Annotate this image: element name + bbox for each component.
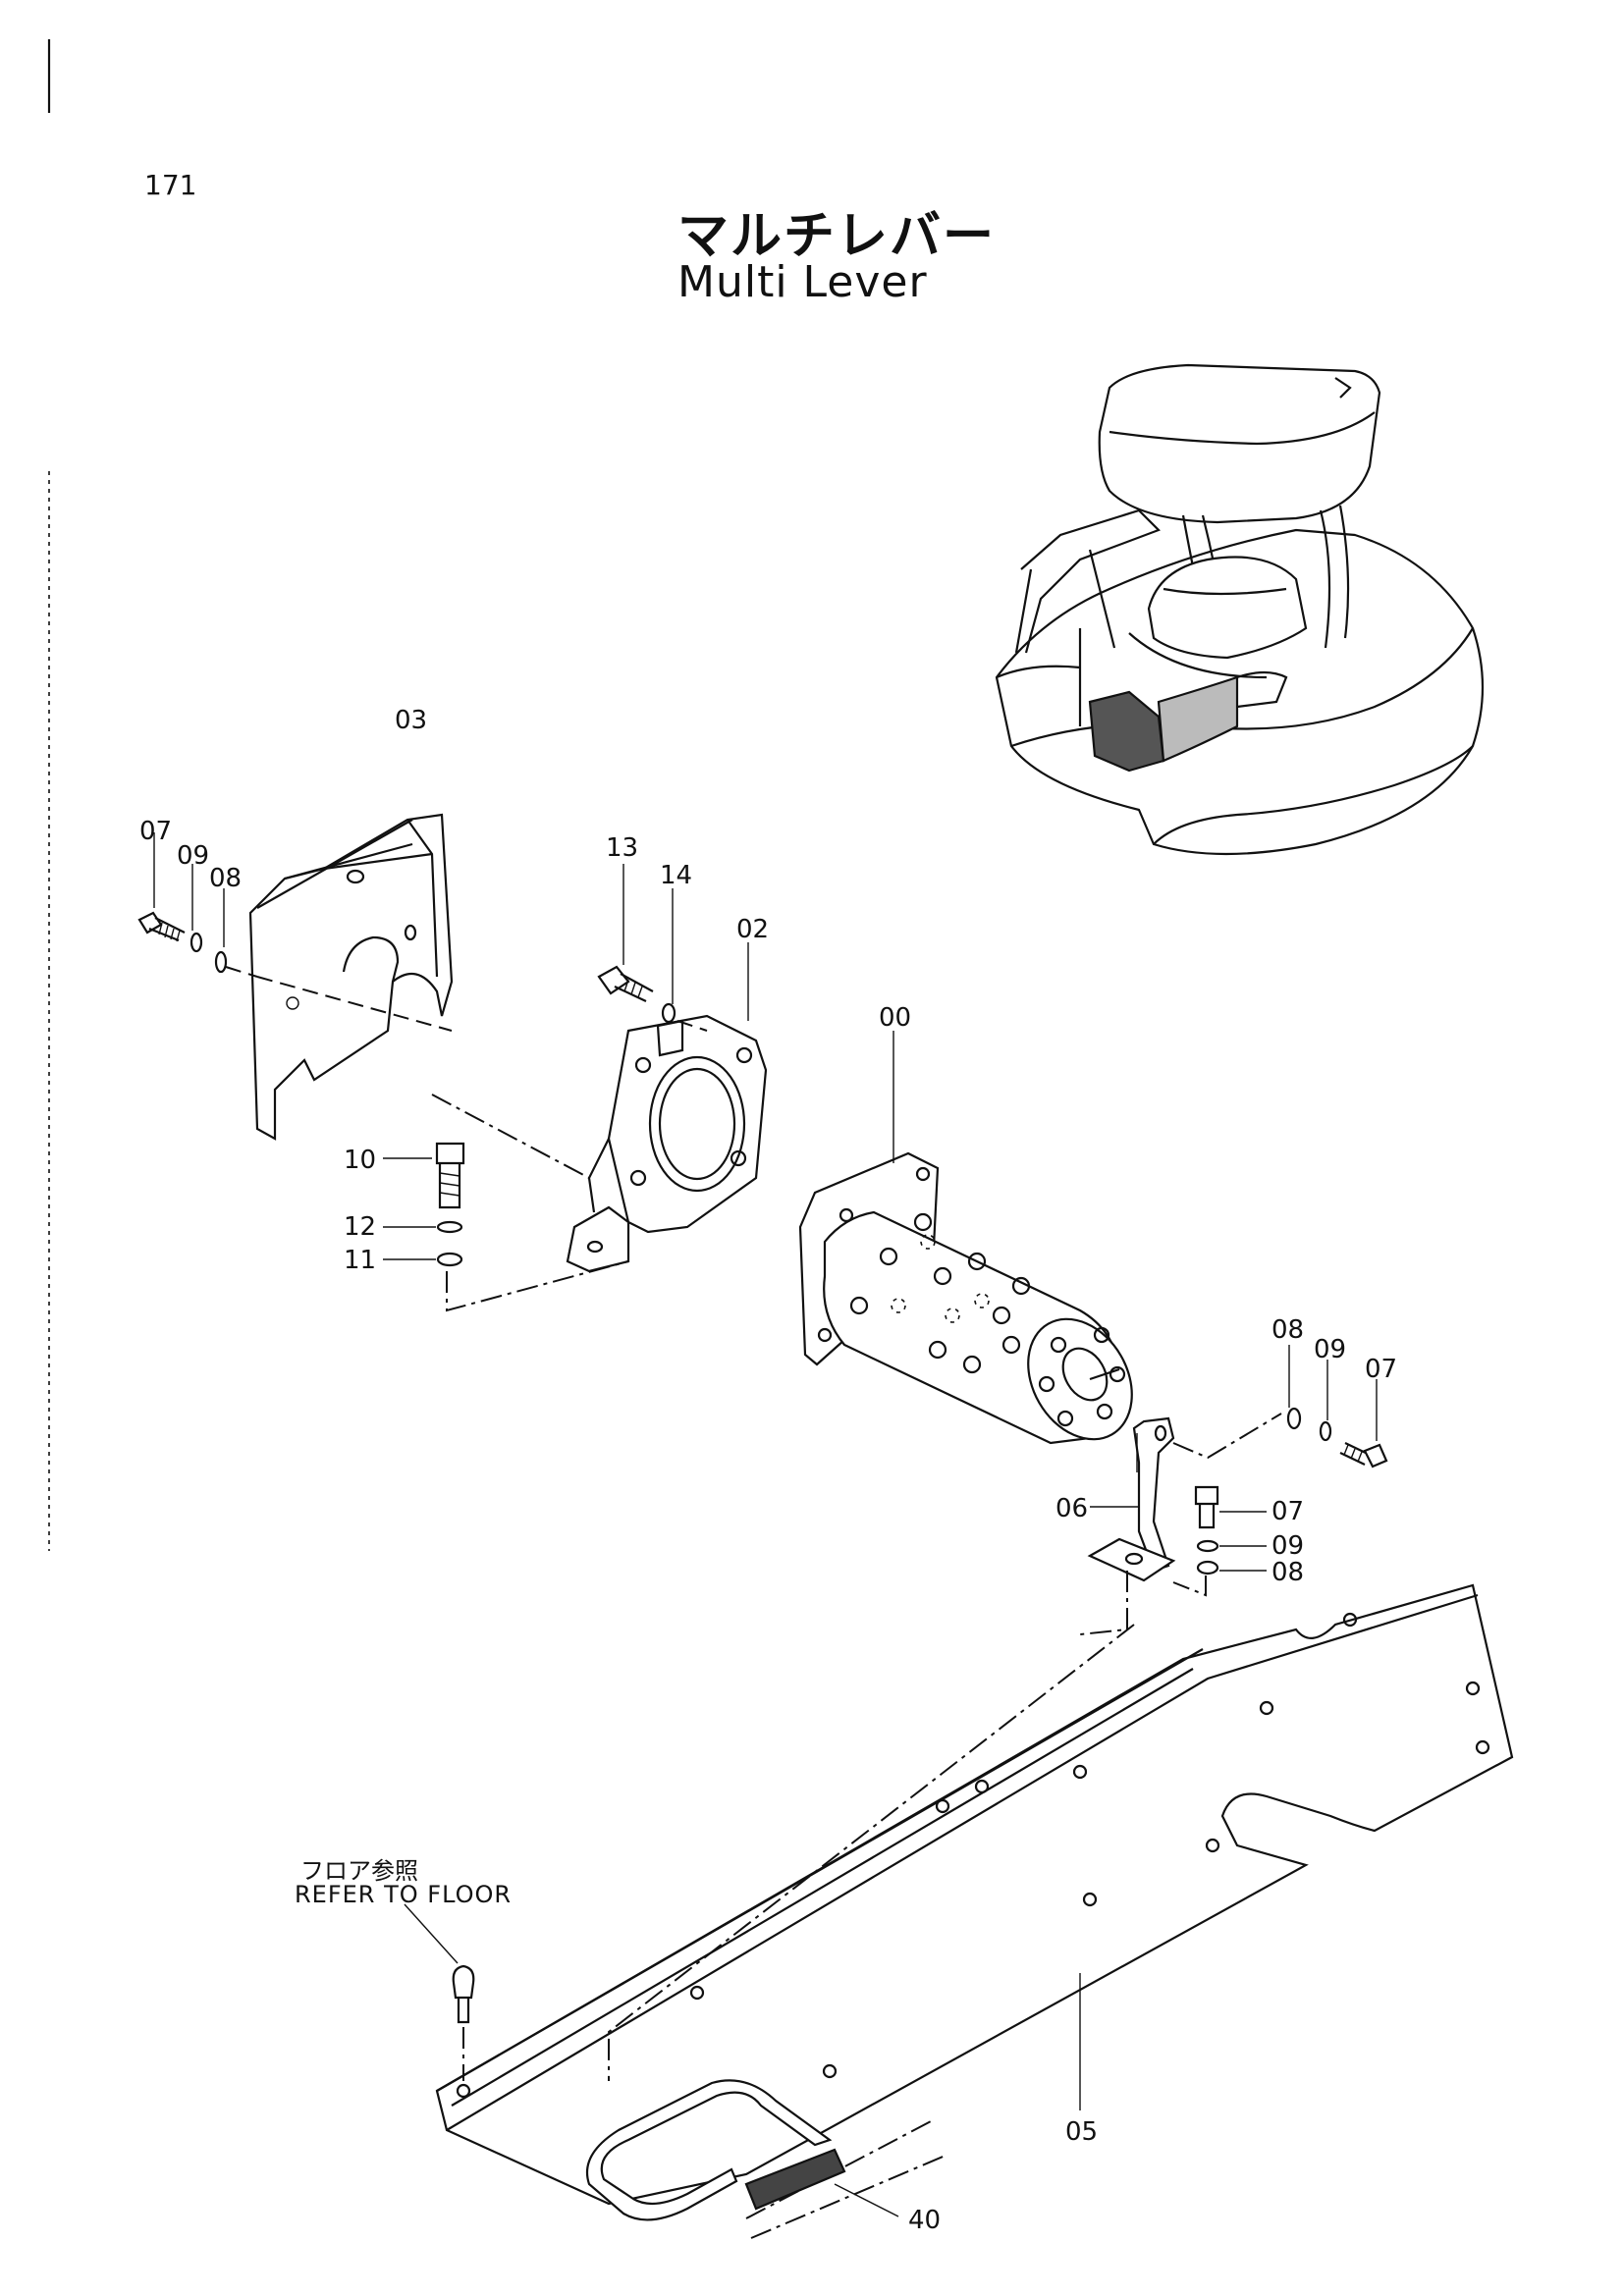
page-number: 171 (144, 169, 197, 201)
callout-06: 06 (1055, 1494, 1088, 1523)
callout-12: 12 (344, 1212, 376, 1242)
callout-09-right-top: 09 (1314, 1335, 1346, 1364)
callout-11: 11 (344, 1246, 376, 1275)
right-top-fasteners-08-09-07 (1286, 1345, 1388, 1468)
part-40-grip (744, 2148, 899, 2217)
callout-07-left: 07 (139, 817, 172, 846)
excavator-overview-illustration (995, 363, 1485, 856)
fasteners-10-12-11 (383, 1142, 629, 1312)
refer-to-floor-note-english: REFER TO FLOOR (295, 1881, 513, 1908)
part-03-cover-bracket (248, 813, 454, 1141)
callout-14: 14 (660, 861, 692, 890)
callout-07-right: 07 (1271, 1497, 1304, 1526)
callout-08-left: 08 (209, 864, 242, 893)
diagram-title-japanese: マルチレバー (677, 207, 997, 266)
part-02-mounting-bracket (566, 1014, 768, 1273)
callout-09-left: 09 (177, 841, 209, 871)
refer-to-floor-bolt (404, 1903, 475, 2081)
part-00-multi-valve (798, 1031, 1133, 1445)
part-06-support-stay (1079, 1413, 1282, 1635)
callout-40: 40 (908, 2206, 941, 2235)
callout-09-right: 09 (1271, 1531, 1304, 1561)
callout-05: 05 (1065, 2117, 1098, 2147)
left-fasteners-07-09-08 (137, 832, 258, 978)
callout-labels: 00 02 03 05 06 07 09 08 08 09 07 07 09 0… (139, 706, 1397, 2235)
callout-10: 10 (344, 1146, 376, 1175)
callout-00: 00 (879, 1003, 911, 1033)
callout-02: 02 (736, 915, 769, 944)
refer-to-floor-note-japanese: フロア参照 (300, 1857, 418, 1885)
diagram-title-english: Multi Lever (677, 257, 928, 307)
callout-13: 13 (606, 833, 638, 863)
callout-08-right-top: 08 (1271, 1315, 1304, 1345)
callout-08-right: 08 (1271, 1558, 1304, 1587)
callout-07-right-top: 07 (1365, 1355, 1397, 1384)
callout-03: 03 (395, 706, 427, 735)
part-05-floor-plate (435, 1583, 1514, 2239)
right-fasteners-07-09-08 (1172, 1485, 1267, 1597)
fasteners-13-14 (597, 864, 749, 1032)
